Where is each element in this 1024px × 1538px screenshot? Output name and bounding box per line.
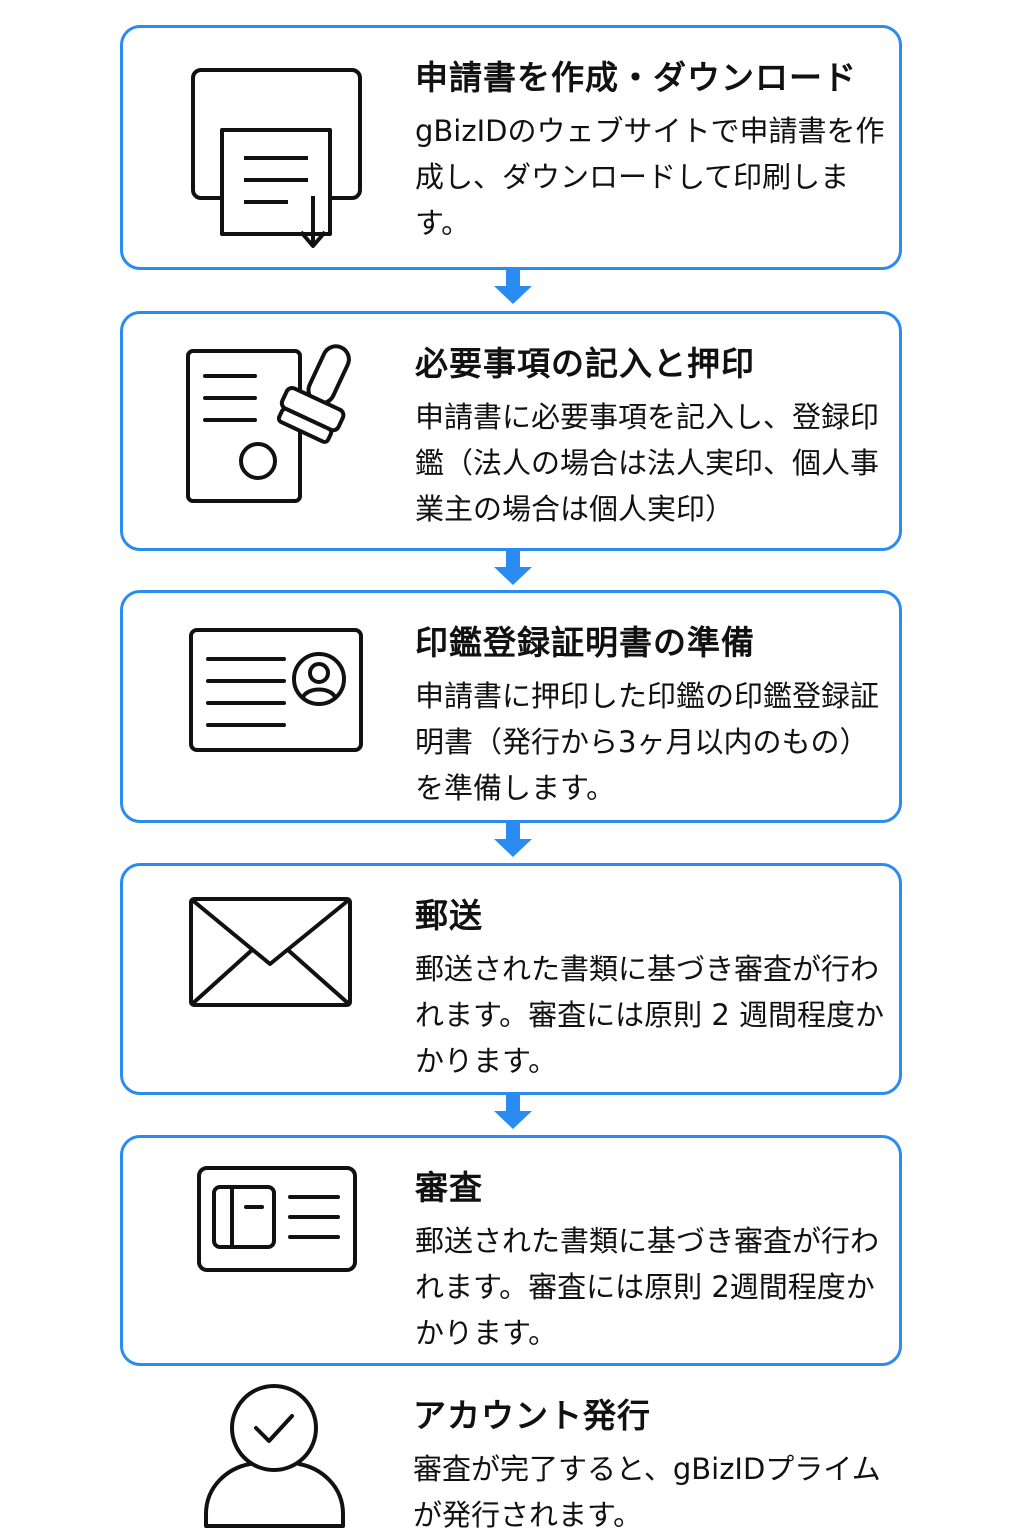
step-title: 印鑑登録証明書の準備 <box>415 623 755 662</box>
step-description: 申請書に押印した印鑑の印鑑登録証明書（発行から3ヶ月以内のもの）を準備します。 <box>415 679 880 805</box>
step-1-card: 申請書を作成・ダウンロード gBizIDのウェブサイトで申請書を作成し、ダウンロ… <box>120 25 902 270</box>
step-4-card: 郵送 郵送された書類に基づき審査が行われます。審査には原則 2 週間程度かかりま… <box>120 863 902 1095</box>
step-3-card: 印鑑登録証明書の準備 申請書に押印した印鑑の印鑑登録証明書（発行から3ヶ月以内の… <box>120 590 902 823</box>
step-description: 申請書に必要事項を記入し、登録印鑑（法人の場合は法人実印、個人事業主の場合は個人… <box>415 400 880 526</box>
step-title: 郵送 <box>415 896 483 935</box>
id-card-icon <box>189 628 363 752</box>
document-stamp-icon <box>186 344 351 503</box>
arrow-down-icon <box>494 270 532 304</box>
step-description: 郵送された書類に基づき審査が行われます。審査には原則 2週間程度かかります。 <box>415 1224 880 1350</box>
step-title: 必要事項の記入と押印 <box>415 344 755 383</box>
step-description: gBizIDのウェブサイトで申請書を作成し、ダウンロードして印刷します。 <box>415 114 885 240</box>
step-title: 申請書を作成・ダウンロード <box>415 58 857 97</box>
step-5-card: 審査 郵送された書類に基づき審査が行われます。審査には原則 2週間程度かかります… <box>120 1135 902 1366</box>
step-description: 審査が完了すると、gBizIDプライムが発行されます。 <box>413 1452 881 1532</box>
step-2-card: 必要事項の記入と押印 申請書に必要事項を記入し、登録印鑑（法人の場合は法人実印、… <box>120 311 902 551</box>
step-description: 郵送された書類に基づき審査が行われます。審査には原則 2 週間程度かかります。 <box>415 952 884 1078</box>
envelope-icon <box>189 897 352 1007</box>
arrow-down-icon <box>494 551 532 585</box>
step-6: アカウント発行 審査が完了すると、gBizIDプライムが発行されます。 <box>120 1380 902 1536</box>
printer-download-icon <box>191 68 362 248</box>
user-check-icon <box>204 1384 345 1528</box>
step-title: 審査 <box>415 1168 483 1207</box>
arrow-down-icon <box>494 1095 532 1129</box>
review-card-icon <box>197 1166 357 1272</box>
arrow-down-icon <box>494 823 532 857</box>
step-title: アカウント発行 <box>413 1396 651 1435</box>
